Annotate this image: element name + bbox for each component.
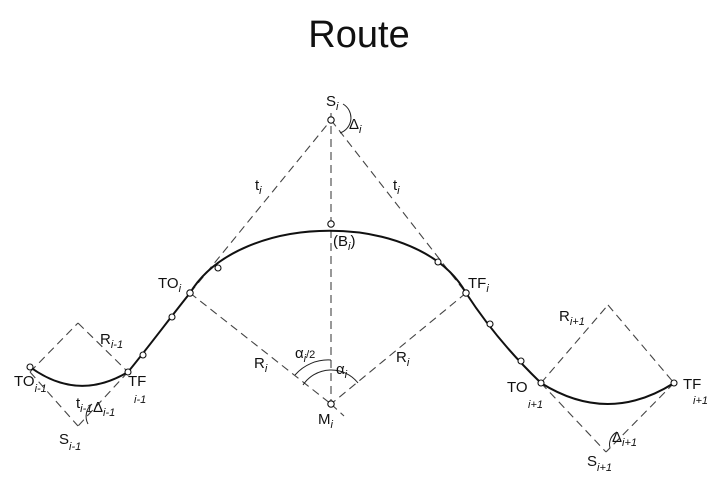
- next-radius-left: [540, 304, 609, 384]
- label-delta-i: Δi: [349, 116, 362, 136]
- point-trans-2a: [486, 320, 494, 328]
- delta-i-arc: [339, 103, 352, 134]
- label-t-i-left: ti: [255, 177, 262, 197]
- route-line: [29, 229, 675, 405]
- label-alpha-i: αi: [336, 361, 348, 381]
- label-to-prev: TOi-1: [14, 373, 47, 395]
- label-to-next: TO: [507, 379, 528, 396]
- diagram-labels: Si Δi ti ti (Bi) TOi TFi Ri Ri αi/2 αi M…: [14, 93, 708, 474]
- label-to-i: TOi: [158, 275, 182, 295]
- point-trans-1a: [168, 313, 176, 321]
- point-to-prev: [26, 363, 34, 371]
- point-tf-prev: [124, 368, 132, 376]
- label-delta-prev: Δi-1: [93, 399, 115, 419]
- point-s-i: [327, 116, 335, 124]
- point-trans-1b: [139, 351, 147, 359]
- diagram-title: Route: [308, 14, 410, 56]
- tangent-line-left: [189, 119, 332, 294]
- point-to-next: [537, 379, 545, 387]
- label-tf-i: TFi: [468, 275, 489, 295]
- radius-line-left: [189, 292, 332, 405]
- label-tf-next: TF: [683, 376, 701, 393]
- point-tf-next: [670, 379, 678, 387]
- label-tf-prev: TF: [128, 373, 146, 390]
- label-tf-next-sub: i+1: [693, 395, 708, 407]
- angle-arcs: [85, 103, 618, 449]
- label-r-i-right: Ri: [396, 349, 410, 369]
- next-tangent-left: [540, 382, 607, 453]
- point-b-i: [327, 220, 335, 228]
- point-trans-2b: [517, 357, 525, 365]
- label-tf-prev-sub: i-1: [134, 394, 146, 406]
- delta-next-arc: [609, 431, 618, 449]
- tangent-line-right: [330, 119, 467, 294]
- label-r-prev: Ri-1: [100, 331, 123, 351]
- label-to-next-sub: i+1: [528, 399, 543, 411]
- route-curve-main: [189, 229, 467, 294]
- point-to-i: [186, 289, 194, 297]
- next-tangent-right: [605, 382, 675, 453]
- route-transition-2: [465, 292, 542, 384]
- point-m-i: [327, 400, 335, 408]
- alpha-half-arc: [294, 359, 332, 376]
- label-m-i: Mi: [318, 411, 334, 431]
- route-curve-next: [540, 382, 675, 405]
- label-s-i: Si: [326, 93, 339, 113]
- label-t-i-right: ti: [393, 177, 400, 197]
- label-delta-next: Δi+1: [612, 429, 637, 449]
- next-radius-right: [607, 304, 675, 384]
- route-transition-1: [127, 292, 191, 373]
- alpha-i-arc: [302, 369, 359, 386]
- route-points: [26, 116, 678, 408]
- label-alpha-half: αi/2: [295, 345, 315, 365]
- label-s-prev: Si-1: [59, 431, 81, 453]
- construction-lines: [29, 113, 675, 453]
- delta-prev-arc: [85, 403, 93, 425]
- point-main-2: [434, 258, 442, 266]
- prev-radius-left: [29, 322, 79, 373]
- radius-line-right: [330, 292, 467, 405]
- label-r-i-left: Ri: [254, 355, 268, 375]
- label-s-next: Si+1: [587, 453, 612, 474]
- label-t-prev: ti-1: [76, 395, 92, 415]
- label-b-i: (Bi): [333, 233, 355, 253]
- prev-radius-right: [77, 322, 129, 373]
- point-main-1: [214, 264, 222, 272]
- route-curve-prev: [29, 366, 129, 387]
- label-r-next: Ri+1: [559, 308, 585, 328]
- point-tf-i: [462, 289, 470, 297]
